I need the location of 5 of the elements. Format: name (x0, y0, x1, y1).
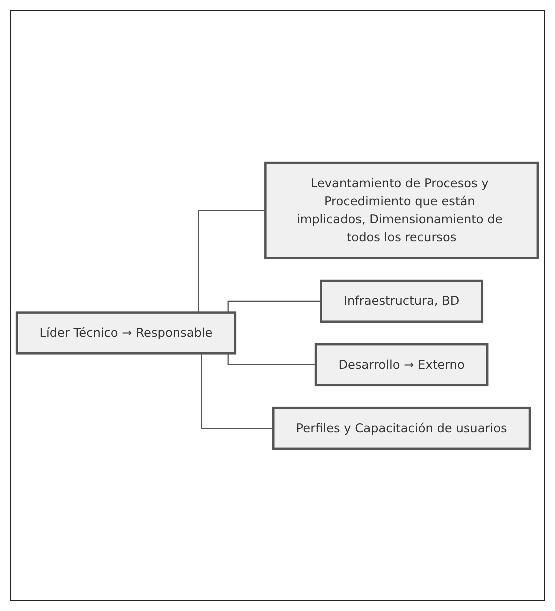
node-box: Infraestructura, BD (320, 279, 484, 322)
node-box: Perfiles y Capacitación de usuarios (272, 406, 532, 450)
node-box: Desarrollo → Externo (314, 342, 489, 386)
node-box: Levantamiento de Procesos y Procedimiento que están implicados, Dimensionamiento de todos los recursos (264, 161, 540, 259)
node-box: Líder Técnico → Responsable (16, 311, 237, 354)
